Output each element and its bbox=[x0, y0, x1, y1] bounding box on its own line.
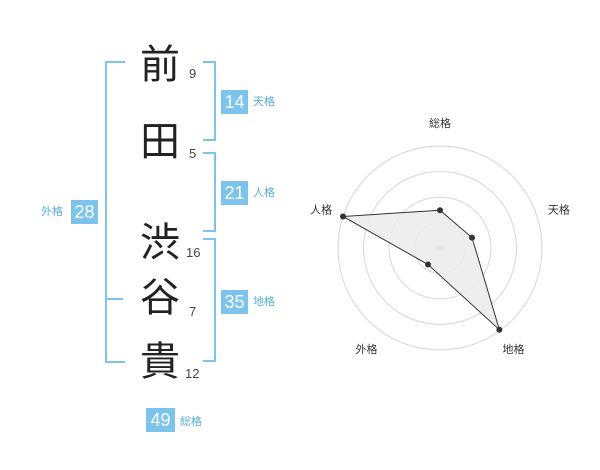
jinkaku-bracket bbox=[203, 152, 216, 232]
stroke-count-2: 5 bbox=[189, 146, 197, 161]
name-char-1: 前 bbox=[140, 42, 180, 88]
jinkaku-label: 人格 bbox=[253, 186, 275, 199]
radar-point-5 bbox=[339, 213, 346, 220]
radar-ring bbox=[388, 196, 492, 300]
stroke-count-4: 7 bbox=[189, 304, 197, 319]
name-char-4: 谷 bbox=[140, 275, 180, 321]
chikaku-label: 地格 bbox=[253, 295, 275, 308]
radar-value-polygon bbox=[341, 209, 501, 332]
radar-axis-label-5: 人格 bbox=[310, 202, 332, 216]
tenkaku-label: 天格 bbox=[253, 95, 275, 108]
radar-axis-label-3: 地格 bbox=[502, 342, 524, 356]
radar-axis-label-2: 天格 bbox=[548, 202, 570, 216]
radar-point-2 bbox=[469, 234, 476, 241]
chikaku-bracket bbox=[203, 238, 216, 362]
gaikaku-value-badge: 28 bbox=[71, 200, 98, 224]
name-char-2: 田 bbox=[140, 119, 180, 165]
jinkaku-value-badge: 21 bbox=[221, 181, 248, 205]
stroke-count-3: 16 bbox=[186, 245, 201, 260]
radar-axis-label-4: 外格 bbox=[356, 342, 378, 356]
tenkaku-value-badge: 14 bbox=[221, 90, 248, 114]
radar-point-1 bbox=[437, 207, 443, 214]
radar-point-3 bbox=[496, 326, 503, 333]
radar-axis-label-1: 総格 bbox=[429, 116, 451, 130]
chikaku-value-badge: 35 bbox=[221, 290, 248, 314]
radar-point-4 bbox=[425, 261, 432, 268]
soukaku-value-badge: 49 bbox=[146, 408, 175, 432]
stroke-count-5: 12 bbox=[185, 366, 200, 381]
name-char-5: 貴 bbox=[140, 339, 180, 385]
gaikaku-label: 外格 bbox=[41, 205, 63, 218]
tenkaku-bracket bbox=[203, 61, 216, 141]
radar-ring bbox=[363, 171, 517, 325]
name-char-3: 渋 bbox=[140, 220, 180, 266]
stroke-count-1: 9 bbox=[189, 66, 197, 81]
soukaku-label: 総格 bbox=[180, 415, 202, 428]
radar-ring bbox=[337, 145, 543, 351]
gaikaku-bracket-mid bbox=[105, 298, 123, 300]
gaikaku-bracket bbox=[105, 61, 125, 363]
